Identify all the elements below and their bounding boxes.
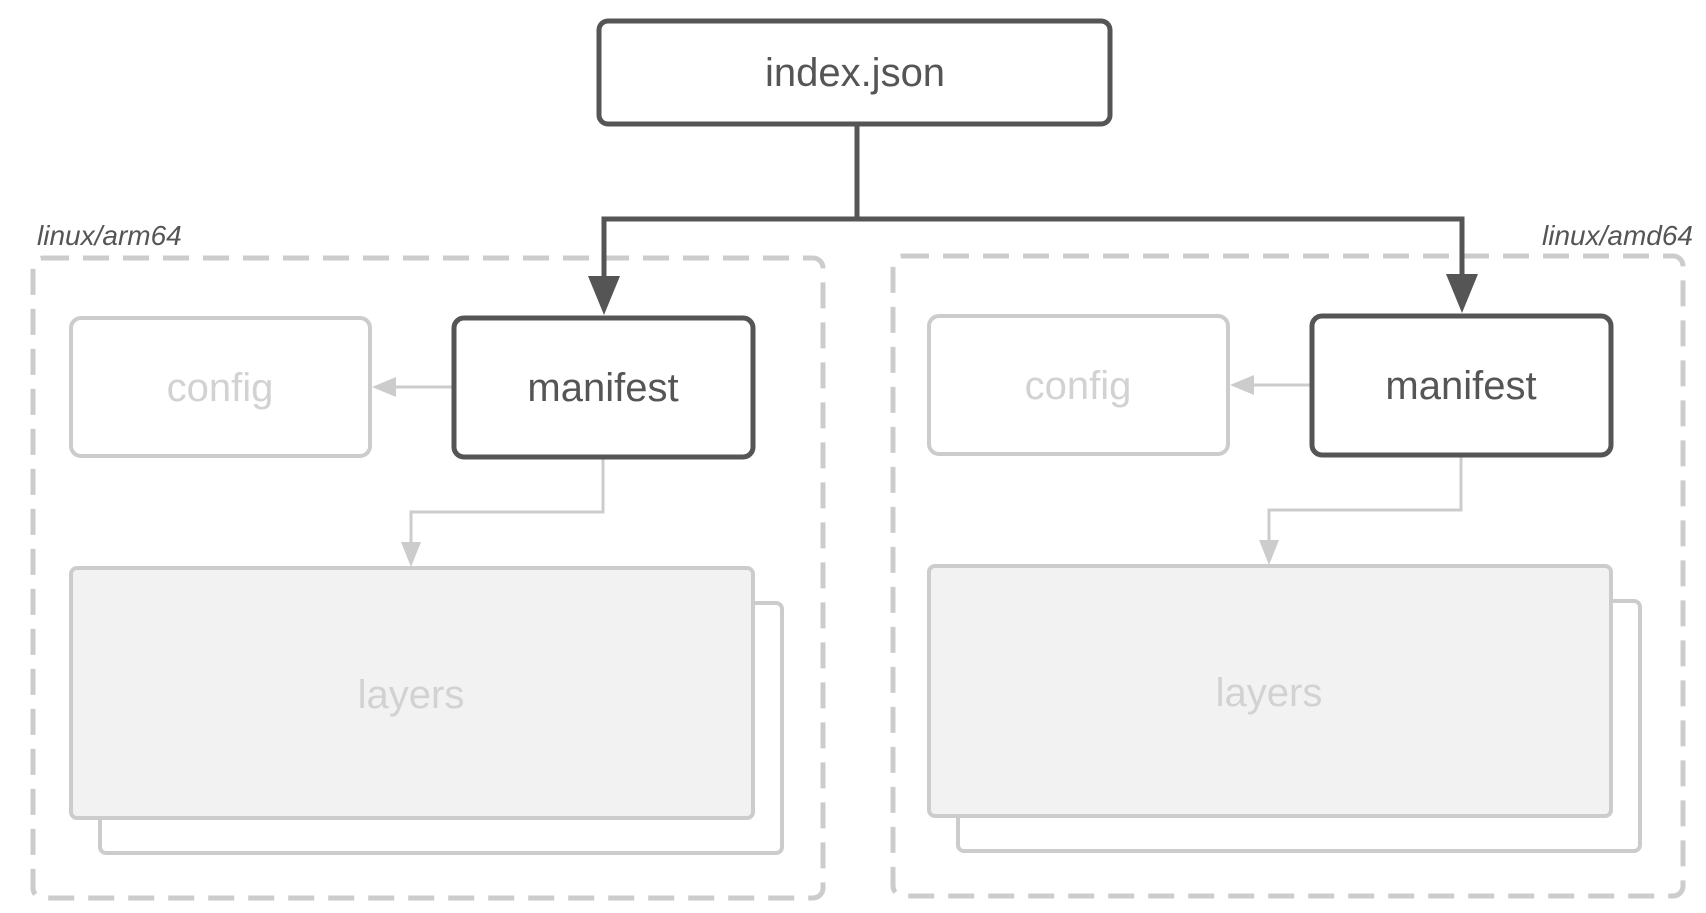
layers-stack-arm64: layers: [69, 566, 784, 855]
index-to-manifest-arm64-arrow: [601, 216, 857, 290]
platform-label-arm64: linux/arm64: [37, 220, 182, 251]
layers-label-arm64: layers: [358, 673, 465, 717]
config-node-arm64: config: [69, 316, 372, 458]
manifest-label-arm64: manifest: [527, 366, 678, 410]
index-to-manifest-amd64-arrow: [857, 216, 1465, 288]
index-json-label: index.json: [765, 51, 945, 95]
layers-stack-amd64: layers: [927, 564, 1642, 853]
manifest-node-amd64: manifest: [1309, 313, 1614, 458]
layers-front-card-arm64: [69, 566, 755, 820]
platform-label-amd64: linux/amd64: [1542, 220, 1693, 251]
arrowhead-config-arm64: [372, 377, 396, 397]
config-node-amd64: config: [927, 314, 1230, 456]
arrowhead-layers-arm64: [401, 542, 421, 567]
platform-group-amd64: [890, 253, 1686, 899]
config-label-arm64: config: [167, 366, 274, 410]
layers-front-card-amd64: [927, 564, 1613, 818]
arrowhead-config-amd64: [1230, 375, 1254, 395]
manifest-to-layers-arm64-arrow: [409, 457, 605, 548]
manifest-node-arm64: manifest: [451, 315, 756, 460]
platform-group-arm64: [30, 255, 826, 901]
manifest-label-amd64: manifest: [1385, 364, 1536, 408]
arrowhead-layers-amd64: [1259, 540, 1279, 565]
manifest-to-layers-amd64-arrow: [1267, 455, 1463, 546]
arrowhead-amd64: [1446, 274, 1478, 313]
config-label-amd64: config: [1025, 364, 1132, 408]
arrowhead-arm64: [588, 276, 620, 315]
index-json-node: index.json: [596, 18, 1113, 127]
layers-label-amd64: layers: [1216, 671, 1323, 715]
